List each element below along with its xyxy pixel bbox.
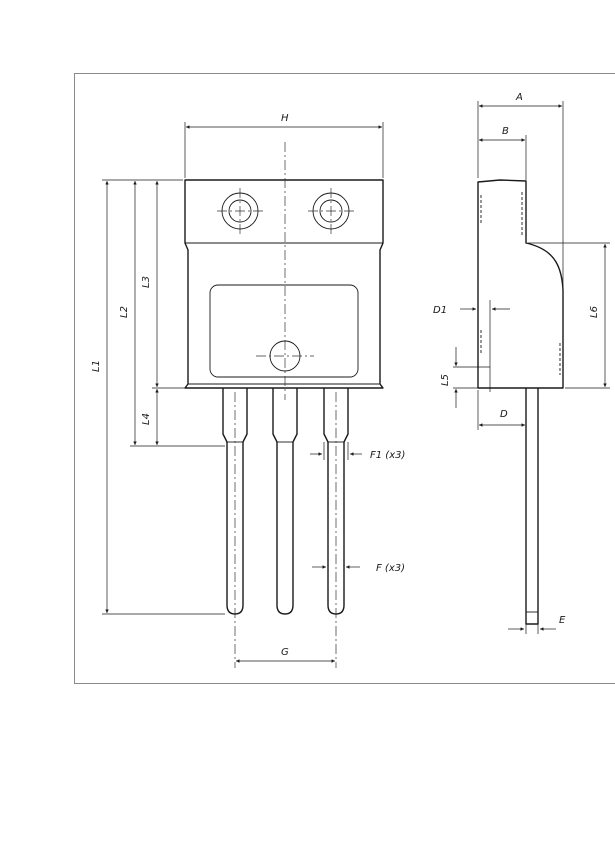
dimension-H: H xyxy=(184,113,384,178)
lead-right xyxy=(323,388,349,668)
drawing-frame xyxy=(74,73,615,684)
dimension-B: B xyxy=(479,126,527,180)
label-L1: L1 xyxy=(91,360,102,372)
package-body xyxy=(184,179,384,389)
dimension-L4: L4 xyxy=(141,389,159,445)
dimension-L3: L3 xyxy=(141,181,185,389)
label-F: F (x3) xyxy=(376,563,405,574)
dimension-F1: F1 (x3) xyxy=(310,442,405,461)
label-L3: L3 xyxy=(141,276,152,288)
side-lead xyxy=(525,388,539,625)
label-L5: L5 xyxy=(440,374,451,386)
side-body xyxy=(477,179,564,389)
dimension-D1: D1 xyxy=(433,300,510,392)
label-L2: L2 xyxy=(119,306,130,318)
label-G: G xyxy=(281,647,289,658)
dimension-L2: L2 xyxy=(119,181,225,447)
dimension-L6: L6 xyxy=(528,242,610,389)
label-D1: D1 xyxy=(433,305,447,316)
dimension-G: G xyxy=(236,647,335,663)
mounting-hole-left xyxy=(217,188,263,236)
front-view: H L1 L2 L3 L4 F1 (x3) xyxy=(91,113,405,668)
dimension-E: E xyxy=(508,615,566,634)
dimension-F: F (x3) xyxy=(312,563,405,574)
label-F1: F1 (x3) xyxy=(370,450,405,461)
dimension-A: A xyxy=(477,92,564,288)
label-A: A xyxy=(515,92,523,103)
dimension-L1: L1 xyxy=(91,179,225,615)
label-L6: L6 xyxy=(589,306,600,318)
label-B: B xyxy=(502,126,509,137)
label-D: D xyxy=(500,409,508,420)
mould-window xyxy=(209,284,359,378)
lead-left xyxy=(222,388,248,668)
label-H: H xyxy=(281,113,289,124)
lead-center xyxy=(272,388,298,615)
dimension-D: D xyxy=(477,390,525,430)
side-view: A B L6 D1 L5 xyxy=(433,92,610,634)
label-L4: L4 xyxy=(141,413,152,425)
label-E: E xyxy=(559,615,566,626)
mounting-hole-right xyxy=(308,188,354,236)
dimension-L5: L5 xyxy=(440,347,490,408)
